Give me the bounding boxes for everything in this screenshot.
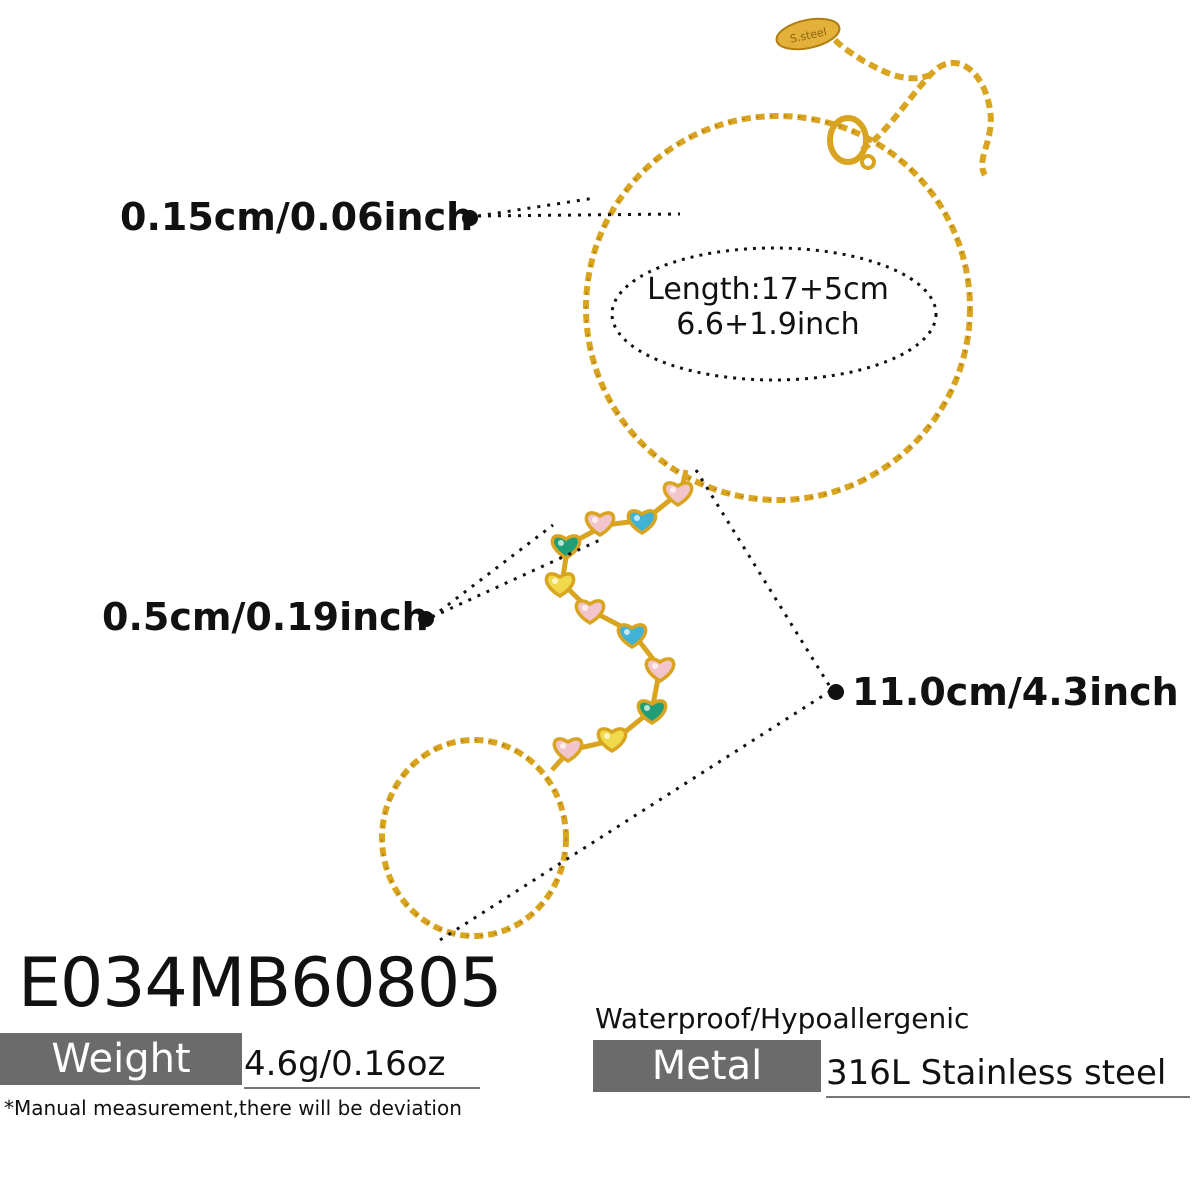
length-callout: Length:17+5cm 6.6+1.9inch: [618, 272, 918, 342]
wrist-chain-inner: [585, 115, 971, 501]
stone-4-green: [550, 534, 582, 561]
stone-2-pink: [584, 511, 616, 538]
product-sku: E034MB60805: [18, 944, 502, 1023]
stone-1-pink: [662, 481, 694, 508]
drop-length-dot-icon: [828, 684, 844, 700]
features-text: Waterproof/Hypoallergenic: [595, 1002, 970, 1035]
metal-value: 316L Stainless steel: [826, 1056, 1190, 1098]
stone-8-pink: [644, 657, 676, 684]
stone-11-pink: [552, 737, 584, 764]
measurement-guides: [431, 196, 834, 942]
finger-ring-chain: [379, 737, 569, 939]
lobster-clasp-icon: [827, 115, 876, 170]
chain-width-dot-icon: [462, 210, 478, 226]
extender-chain: [860, 59, 994, 177]
stone-10-yellow: [596, 727, 628, 754]
stone-9-green: [636, 699, 668, 726]
stone-3-blue: [626, 509, 658, 536]
weight-label: Weight: [0, 1033, 242, 1085]
stone-width-dot-icon: [418, 611, 434, 627]
chain-width-label: 0.15cm/0.06inch: [120, 195, 474, 239]
drop-length-label: 11.0cm/4.3inch: [852, 670, 1179, 714]
weight-value: 4.6g/0.16oz: [244, 1047, 480, 1089]
stone-5-yellow: [544, 572, 576, 599]
measurement-note: *Manual measurement,there will be deviat…: [4, 1096, 462, 1120]
stone-6-pink: [574, 599, 606, 626]
clasp-tag-icon: S.steel: [775, 17, 841, 51]
stones-group: [544, 481, 694, 764]
length-inch: 6.6+1.9inch: [676, 306, 860, 342]
metal-label: Metal: [593, 1040, 821, 1092]
stone-width-label: 0.5cm/0.19inch: [102, 595, 429, 639]
length-cm: Length:17+5cm: [647, 272, 889, 307]
stone-7-blue: [616, 623, 648, 650]
length-callout-ellipse: [610, 246, 938, 382]
